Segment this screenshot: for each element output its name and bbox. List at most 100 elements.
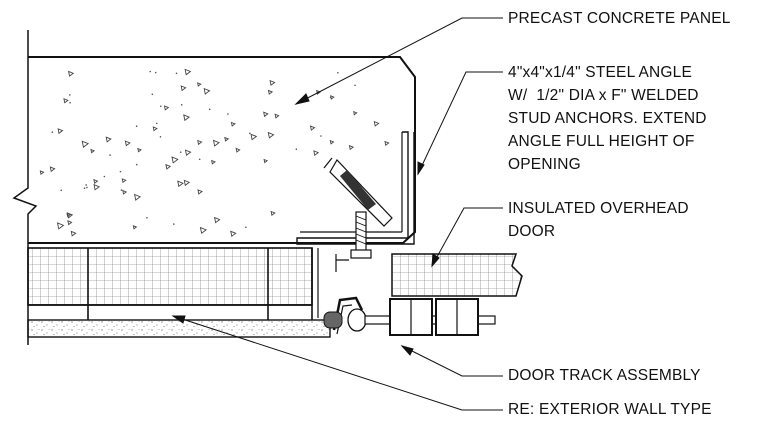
concrete-aggregate — [152, 126, 158, 132]
concrete-fleck — [83, 187, 86, 190]
concrete-aggregate — [263, 158, 269, 164]
concrete-fleck — [103, 175, 106, 178]
concrete-aggregate — [211, 159, 216, 165]
insulated-overhead-door — [391, 253, 523, 297]
concrete-aggregate — [171, 156, 179, 164]
concrete-aggregate — [57, 128, 64, 135]
concrete-aggregate — [63, 98, 69, 104]
concrete-fleck — [85, 184, 87, 186]
label-door-track-assembly: DOOR TRACK ASSEMBLY — [508, 367, 701, 384]
concrete-aggregate — [373, 120, 380, 127]
concrete-fleck — [354, 84, 356, 87]
concrete-aggregate — [39, 170, 45, 176]
concrete-aggregate — [134, 193, 142, 201]
concrete-aggregate — [56, 222, 65, 230]
concrete-aggregate — [122, 189, 128, 195]
concrete-aggregate — [197, 82, 202, 87]
label-steel-angle-line: OPENING — [508, 156, 581, 173]
concrete-aggregate — [267, 89, 274, 95]
label-steel-angle-line: ANGLE FULL HEIGHT OF — [508, 133, 695, 150]
concrete-fleck — [329, 96, 332, 99]
concrete-aggregate — [384, 140, 390, 147]
concrete-aggregate — [132, 225, 138, 230]
concrete-fleck — [119, 170, 122, 173]
concrete-aggregate — [137, 147, 142, 153]
concrete-fleck — [86, 186, 88, 189]
concrete-fleck — [109, 154, 111, 156]
concrete-aggregate — [81, 140, 90, 148]
concrete-fleck — [120, 189, 123, 191]
concrete-fleck — [245, 226, 247, 228]
concrete-aggregate — [230, 121, 236, 127]
precast-concrete-panel — [12, 30, 416, 345]
concrete-fleck — [180, 104, 183, 106]
concrete-fleck — [208, 108, 211, 111]
concrete-aggregate — [230, 230, 237, 238]
concrete-fleck — [179, 151, 182, 153]
concrete-aggregate — [353, 110, 358, 116]
door-track-assembly — [323, 296, 496, 336]
label-steel-angle-line: 4"x4"x1/4" STEEL ANGLE — [508, 64, 693, 81]
concrete-aggregate — [163, 105, 170, 111]
concrete-aggregate — [183, 179, 191, 187]
concrete-aggregate — [313, 150, 320, 156]
concrete-fleck — [295, 148, 298, 150]
concrete-fleck — [248, 132, 251, 135]
concrete-aggregate — [121, 178, 127, 184]
concrete-fleck — [198, 158, 201, 161]
concrete-aggregate — [203, 87, 211, 95]
concrete-aggregate — [90, 148, 96, 154]
concrete-fleck — [159, 105, 162, 108]
concrete-aggregate — [274, 113, 280, 119]
concrete-fleck — [320, 135, 322, 137]
concrete-aggregate — [348, 144, 355, 151]
label-steel-angle-line: W/ 1/2" DIA x F" WELDED — [508, 87, 699, 104]
label-door-line: DOOR — [508, 223, 556, 240]
concrete-aggregate — [67, 220, 73, 226]
concrete-aggregate — [177, 180, 184, 188]
concrete-aggregate — [329, 139, 335, 145]
steel-angle — [296, 131, 415, 245]
concrete-aggregate — [316, 89, 322, 95]
exterior-wall — [27, 247, 331, 338]
concrete-fleck — [51, 131, 54, 133]
concrete-aggregate — [49, 166, 56, 173]
concrete-aggregate — [93, 183, 101, 191]
concrete-fleck — [154, 71, 157, 74]
concrete-aggregate — [212, 139, 220, 147]
concrete-fleck — [149, 70, 152, 73]
concrete-aggregate — [124, 140, 131, 147]
concrete-fleck — [135, 163, 138, 166]
concrete-fleck — [159, 136, 162, 138]
concrete-fleck — [60, 189, 63, 192]
concrete-aggregate — [235, 147, 241, 153]
concrete-aggregate — [183, 114, 191, 122]
concrete-fleck — [69, 101, 71, 104]
concrete-aggregate — [105, 136, 112, 143]
concrete-fleck — [173, 223, 175, 225]
concrete-fleck — [135, 125, 138, 127]
concrete-aggregate — [93, 178, 99, 184]
concrete-aggregate — [184, 68, 192, 76]
concrete-aggregate — [165, 163, 172, 170]
concrete-aggregate — [184, 149, 192, 157]
concrete-aggregate — [309, 125, 316, 131]
concrete-fleck — [155, 122, 158, 125]
label-door-line: INSULATED OVERHEAD — [508, 200, 689, 217]
concrete-fleck — [337, 71, 339, 74]
stud-anchor — [323, 157, 393, 227]
concrete-aggregate — [70, 230, 77, 237]
concrete-aggregate — [68, 70, 75, 77]
label-steel-angle: 4"x4"x1/4" STEEL ANGLE W/ 1/2" DIA x F" … — [508, 61, 707, 176]
concrete-fleck — [227, 113, 229, 115]
concrete-aggregate — [269, 79, 276, 86]
concrete-aggregate — [180, 85, 187, 92]
concrete-aggregate — [224, 136, 230, 142]
label-precast-concrete-panel: PRECAST CONCRETE PANEL — [508, 10, 731, 27]
label-insulated-overhead-door: INSULATED OVERHEAD DOOR — [508, 197, 689, 243]
concrete-fleck — [175, 72, 178, 75]
concrete-aggregate — [197, 189, 203, 195]
concrete-aggregate — [250, 133, 258, 141]
concrete-aggregate — [66, 212, 74, 219]
concrete-aggregate — [270, 210, 276, 216]
